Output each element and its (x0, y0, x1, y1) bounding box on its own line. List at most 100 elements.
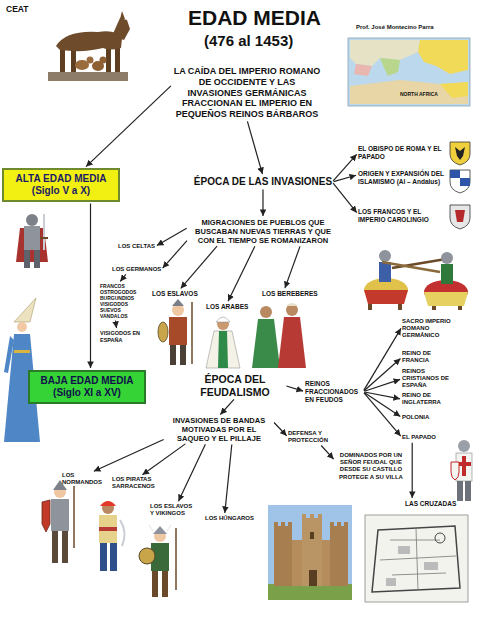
wolf-statue-part (71, 48, 76, 72)
kingdom-label: POLONIA (402, 414, 429, 421)
norman-figure-part (73, 486, 75, 548)
crusader-figure-part (451, 462, 459, 480)
wolf-statue-part (120, 11, 125, 19)
kingdom-label: REINOS CRISTIANOS DE ESPAÑA (402, 368, 458, 390)
town-plan-part (365, 515, 468, 602)
jousting-knights-part (441, 264, 453, 284)
connector-arrow (274, 422, 287, 435)
viking-figure-part (167, 525, 171, 531)
connector-arrow (178, 444, 205, 501)
node-text: BAJA EDAD MEDIA (Siglo XI a XV) (33, 375, 141, 399)
castle-photo-part (330, 526, 348, 586)
pirate-figure-part (120, 520, 125, 546)
town-plan-part (386, 578, 396, 586)
wolf-statue-part (106, 46, 111, 72)
europe-map-part (350, 80, 468, 104)
connector-arrow (228, 246, 255, 301)
knight-figure-part (24, 226, 40, 250)
castle-photo-part (268, 584, 352, 600)
coat-of-arms-part (450, 142, 470, 165)
node-text: ÉPOCA DEL FEUDALISMO (185, 373, 285, 398)
node-text: LOS ARABES (206, 303, 248, 311)
node-text: LA CAÍDA DEL IMPERIO ROMANO DE OCCIDENTE… (172, 66, 322, 120)
connector-arrow (220, 399, 234, 414)
concept-text: INVASIONES DE BANDAS MOTIVADAS POR EL SA… (165, 416, 273, 443)
lady-figure-part (14, 298, 36, 322)
connector-arrow (181, 246, 217, 288)
node-text: MIGRACIONES DE PUEBLOS QUE BUSCABAN NUEV… (188, 218, 338, 245)
viking-figure-part (149, 525, 153, 531)
jousting-knights-part (441, 252, 453, 264)
slav-figure (158, 299, 192, 365)
arab-figure-part (206, 331, 240, 368)
connector-arrow (286, 386, 303, 391)
norman-figure-part (52, 531, 58, 563)
node-text: DOMINADOS POR UN SEÑOR FEUDAL QUE DESDE … (335, 452, 407, 481)
europe-map-part (354, 64, 372, 76)
castle-photo-part (268, 505, 352, 600)
berber-figures (252, 303, 306, 368)
jousting-knights-part (379, 262, 391, 282)
jousting-knights-part (379, 250, 391, 262)
castle-photo-part (274, 526, 292, 586)
knight-figure-part (40, 237, 48, 239)
knight-figure-part (26, 214, 38, 226)
crusader-figure-part (457, 481, 463, 501)
jousting-knights-part (424, 292, 468, 306)
wolf-statue-part (48, 72, 128, 81)
town-plan-part (435, 533, 445, 543)
viking-figure-part (139, 548, 155, 564)
europe-map-part (440, 82, 468, 98)
people-label: LOS ESLAVOS Y VIKINGOS (150, 503, 196, 517)
berber-figures-part (286, 304, 298, 316)
connector-arrow (412, 443, 413, 498)
node-text: LOS NORMANDOS (62, 472, 112, 486)
concept-text: ÉPOCA DE LAS INVASIONES (194, 176, 332, 188)
connector-arrow (115, 320, 116, 328)
concept-text: ÉPOCA DEL FEUDALISMO (185, 373, 285, 398)
concept-text: LA CAÍDA DEL IMPERIO ROMANO DE OCCIDENTE… (172, 66, 322, 120)
node-text: REINO DE FRANCIA (402, 350, 458, 364)
node-text: EL OBISPO DE ROMA Y EL PAPADO (358, 145, 444, 161)
coat-of-arms-part (455, 210, 465, 222)
knight-figure-part (43, 214, 45, 250)
arab-figure-part (216, 317, 230, 322)
coat-of-arms-part (460, 178, 470, 186)
kingdom-label: REINO DE FRANCIA (402, 350, 458, 364)
arab-figure-part (217, 318, 229, 330)
node-text: LOS CELTAS (118, 243, 155, 250)
crusader-figure-part (465, 481, 471, 501)
node-text: ORIGEN Y EXPANSIÓN DEL ISLAMISMO (Al – A… (358, 170, 444, 186)
title: EDAD MEDIA (188, 6, 321, 30)
node-text: REINOS FRACCIONADOS EN FEUDOS (305, 380, 363, 403)
concept-text: REINOS FRACCIONADOS EN FEUDOS (305, 380, 363, 403)
connector-arrow (157, 228, 187, 245)
crusader-figure-part (458, 440, 470, 452)
norman-figure-part (62, 531, 68, 563)
coat-of-arms-part (450, 170, 460, 178)
period-box: ALTA EDAD MEDIA (Siglo V a X) (2, 168, 120, 202)
node-text: POLONIA (402, 414, 429, 421)
connector-arrow (364, 379, 400, 391)
lady-figure-part (4, 336, 14, 373)
topic-text: ORIGEN Y EXPANSIÓN DEL ISLAMISMO (Al – A… (358, 170, 444, 186)
arab-figure (206, 317, 240, 368)
town-plan-part (424, 562, 438, 570)
pirate-figure (99, 501, 125, 571)
node-text: LOS FRANCOS Y EL IMPERIO CAROLINGIO (358, 208, 444, 224)
coat-of-arms (450, 142, 470, 229)
slav-figure-part (170, 345, 176, 365)
connector-arrow (285, 246, 300, 288)
castle-photo-part (310, 532, 314, 539)
connector-arrow (142, 444, 185, 475)
date-range: (476 al 1453) (204, 32, 293, 49)
people-label: LOS GERMANOS (112, 266, 161, 273)
berber-figures-part (260, 306, 272, 318)
slav-figure-part (169, 317, 187, 345)
berber-figures-part (278, 317, 306, 368)
node-text: REINO DE INGLATERRA (402, 392, 458, 406)
people-label: LOS HÚNGAROS (205, 515, 254, 522)
viking-figure-part (152, 571, 158, 597)
people-label: LOS ESLAVOS (152, 290, 198, 298)
